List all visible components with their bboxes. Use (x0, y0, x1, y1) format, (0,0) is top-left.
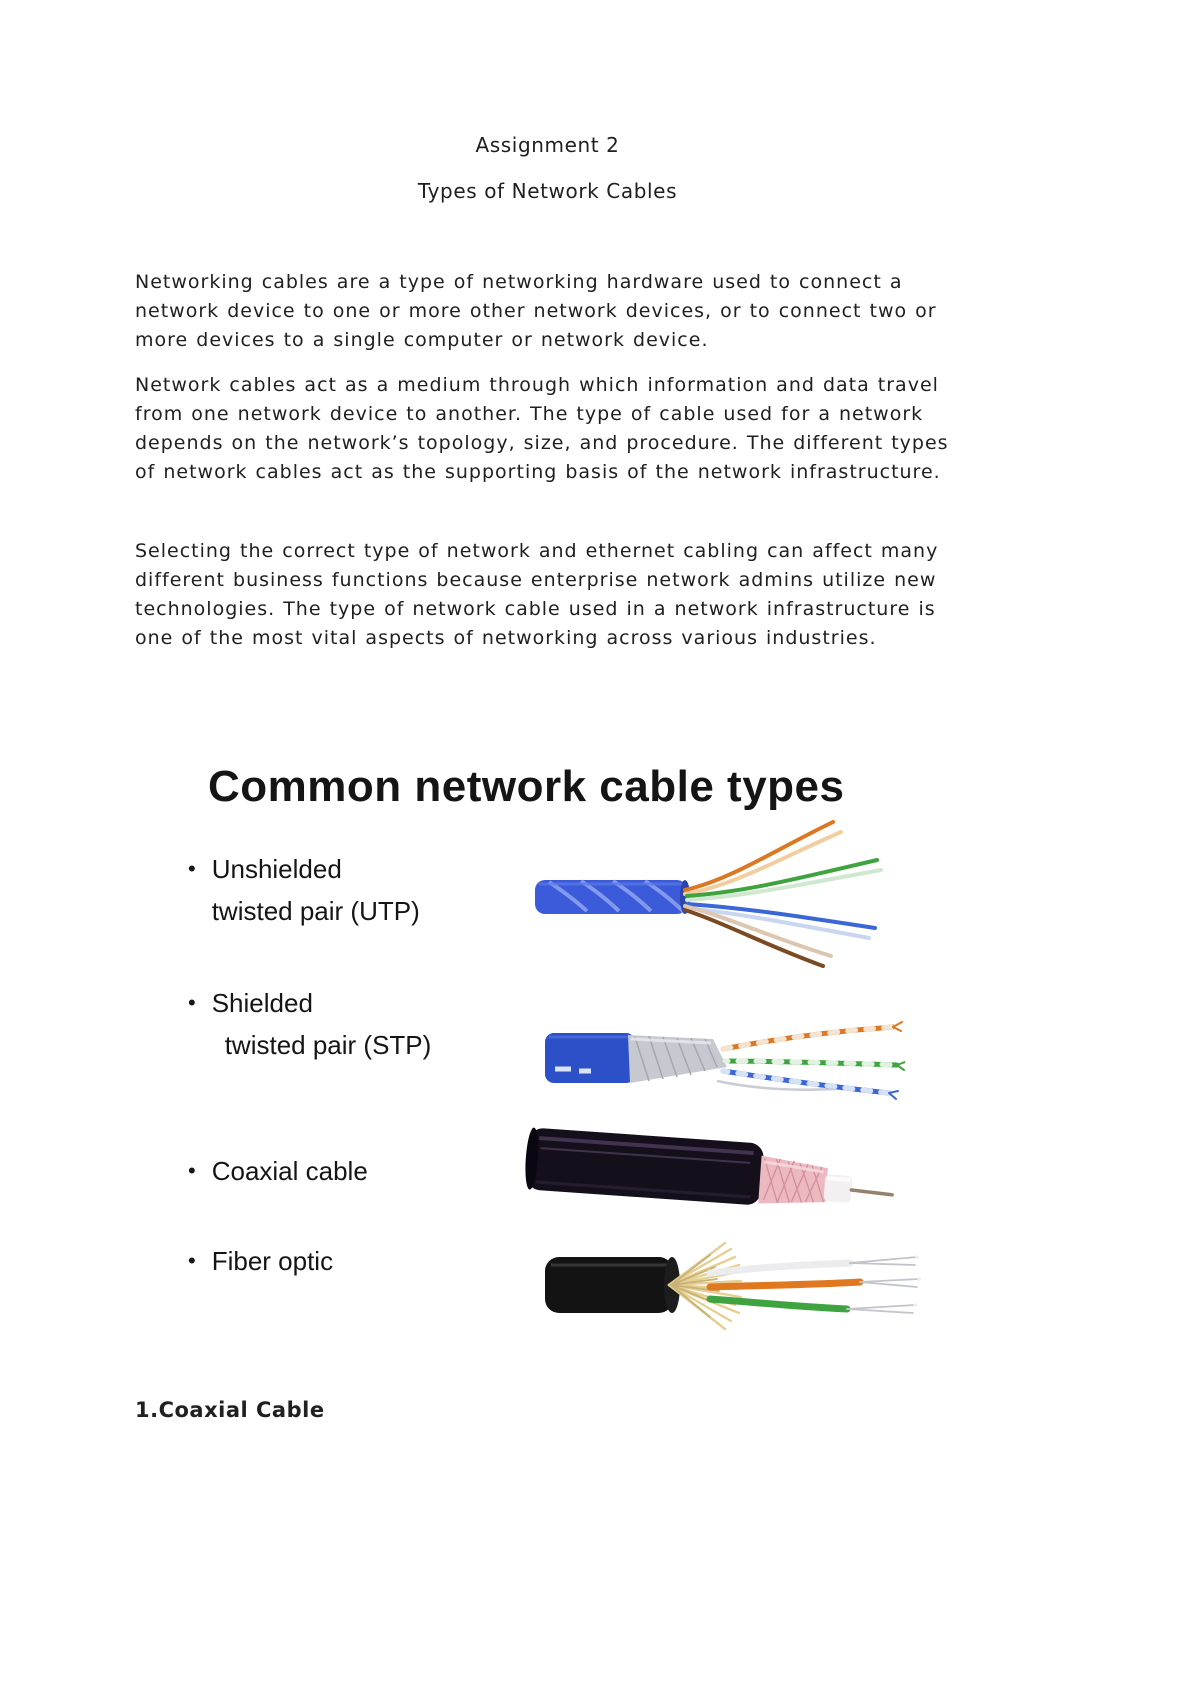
bullet-coaxial-line1: Coaxial cable (211, 1156, 368, 1186)
bullet-utp-line1: Unshielded (211, 854, 342, 884)
fiber-optic-cable-image (545, 1241, 921, 1331)
bullet-fiber-label: Fiber optic (212, 1240, 333, 1282)
paragraph-networking-cables: Networking cables are a type of networki… (135, 271, 937, 351)
bullet-stp-label: Shielded twisted pair (STP) (212, 982, 432, 1066)
figure-title: Common network cable types (208, 762, 845, 811)
bullet-utp: • Unshielded twisted pair (UTP) (188, 848, 420, 932)
utp-cable-image (535, 820, 883, 968)
bullet-coaxial-label: Coaxial cable (212, 1150, 368, 1192)
bullet-marker-icon: • (188, 1248, 196, 1273)
page-title: Assignment 2 (475, 133, 620, 157)
coaxial-cable-image (525, 1127, 894, 1205)
bullet-utp-label: Unshielded twisted pair (UTP) (212, 848, 420, 932)
paragraph-cable-selection: Selecting the correct type of network an… (135, 540, 939, 649)
bullet-marker-icon: • (188, 990, 196, 1015)
bullet-marker-icon: • (188, 1158, 196, 1183)
bullet-coaxial: • Coaxial cable (188, 1150, 368, 1192)
paragraph-cable-medium: Network cables act as a medium through w… (135, 374, 949, 483)
bullet-marker-icon: • (188, 856, 196, 881)
bullet-stp: • Shielded twisted pair (STP) (188, 982, 431, 1066)
bullet-stp-line2: twisted pair (STP) (224, 1030, 432, 1060)
stp-cable-image (545, 1021, 905, 1100)
bullet-utp-line2: twisted pair (UTP) (211, 896, 420, 926)
bullet-fiber: • Fiber optic (188, 1240, 333, 1282)
page-subtitle: Types of Network Cables (417, 179, 678, 203)
section-heading-coaxial: 1.Coaxial Cable (135, 1398, 325, 1422)
bullet-stp-line1: Shielded (211, 988, 313, 1018)
bullet-fiber-line1: Fiber optic (211, 1246, 334, 1276)
cable-types-figure: Common network cable types • Unshielded … (170, 750, 1130, 1350)
